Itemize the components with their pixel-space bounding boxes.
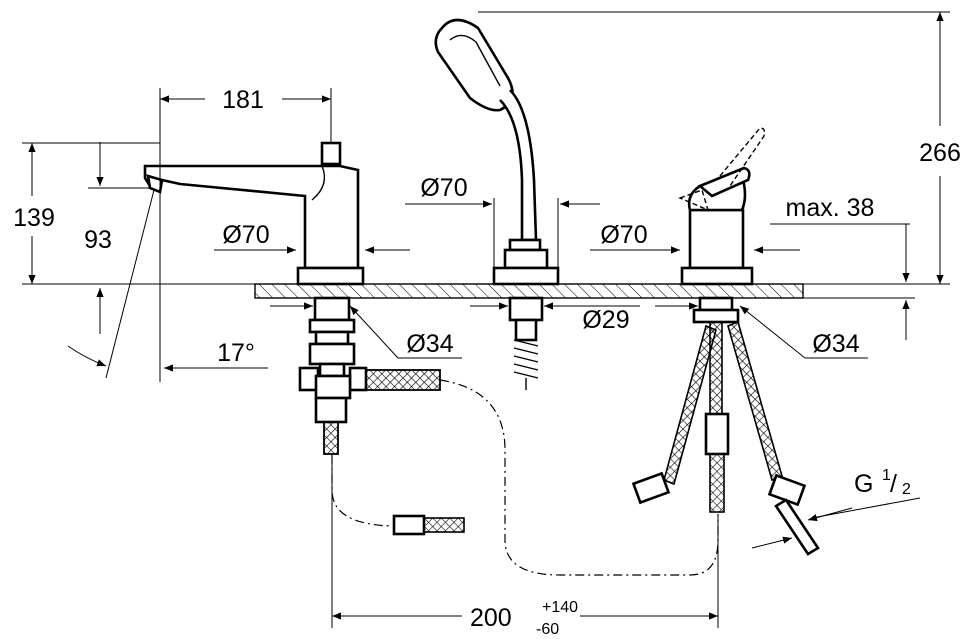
dim-shower-base: Ø70 (420, 174, 467, 202)
dim-spout-projection: 181 (222, 86, 264, 114)
shower-hose-loop (439, 379, 719, 576)
dim-spout-angle: 17° (217, 339, 255, 367)
dim-height-total: 139 (13, 204, 55, 232)
dim-spacing-plus: +140 (542, 599, 578, 616)
dim-thread-denominator: 2 (902, 481, 911, 498)
dim-shower-hole: Ø29 (582, 306, 629, 334)
spout-connector (298, 296, 441, 455)
single-lever-mixer (631, 127, 820, 556)
dim-total-height: 266 (919, 139, 961, 167)
dim-spacing-minus: -60 (536, 621, 559, 638)
hand-shower (434, 18, 560, 390)
dim-thread-label: G (854, 470, 873, 498)
dim-thread-numerator: 1 (882, 467, 891, 484)
dim-mixer-hole: Ø34 (812, 330, 859, 358)
deck-plate (22, 283, 950, 299)
shower-hose-route (331, 455, 395, 527)
dim-spacing: 200 (470, 604, 512, 632)
bath-spout (143, 141, 365, 286)
dim-mixer-base: Ø70 (600, 221, 647, 249)
dim-deck-thickness: max. 38 (786, 194, 875, 222)
dim-spout-outlet: 93 (84, 226, 112, 254)
dim-spout-base: Ø70 (222, 221, 269, 249)
dim-spout-hole: Ø34 (406, 330, 453, 358)
dim-thread-slash: / (890, 470, 897, 498)
hose-connector (392, 514, 465, 536)
